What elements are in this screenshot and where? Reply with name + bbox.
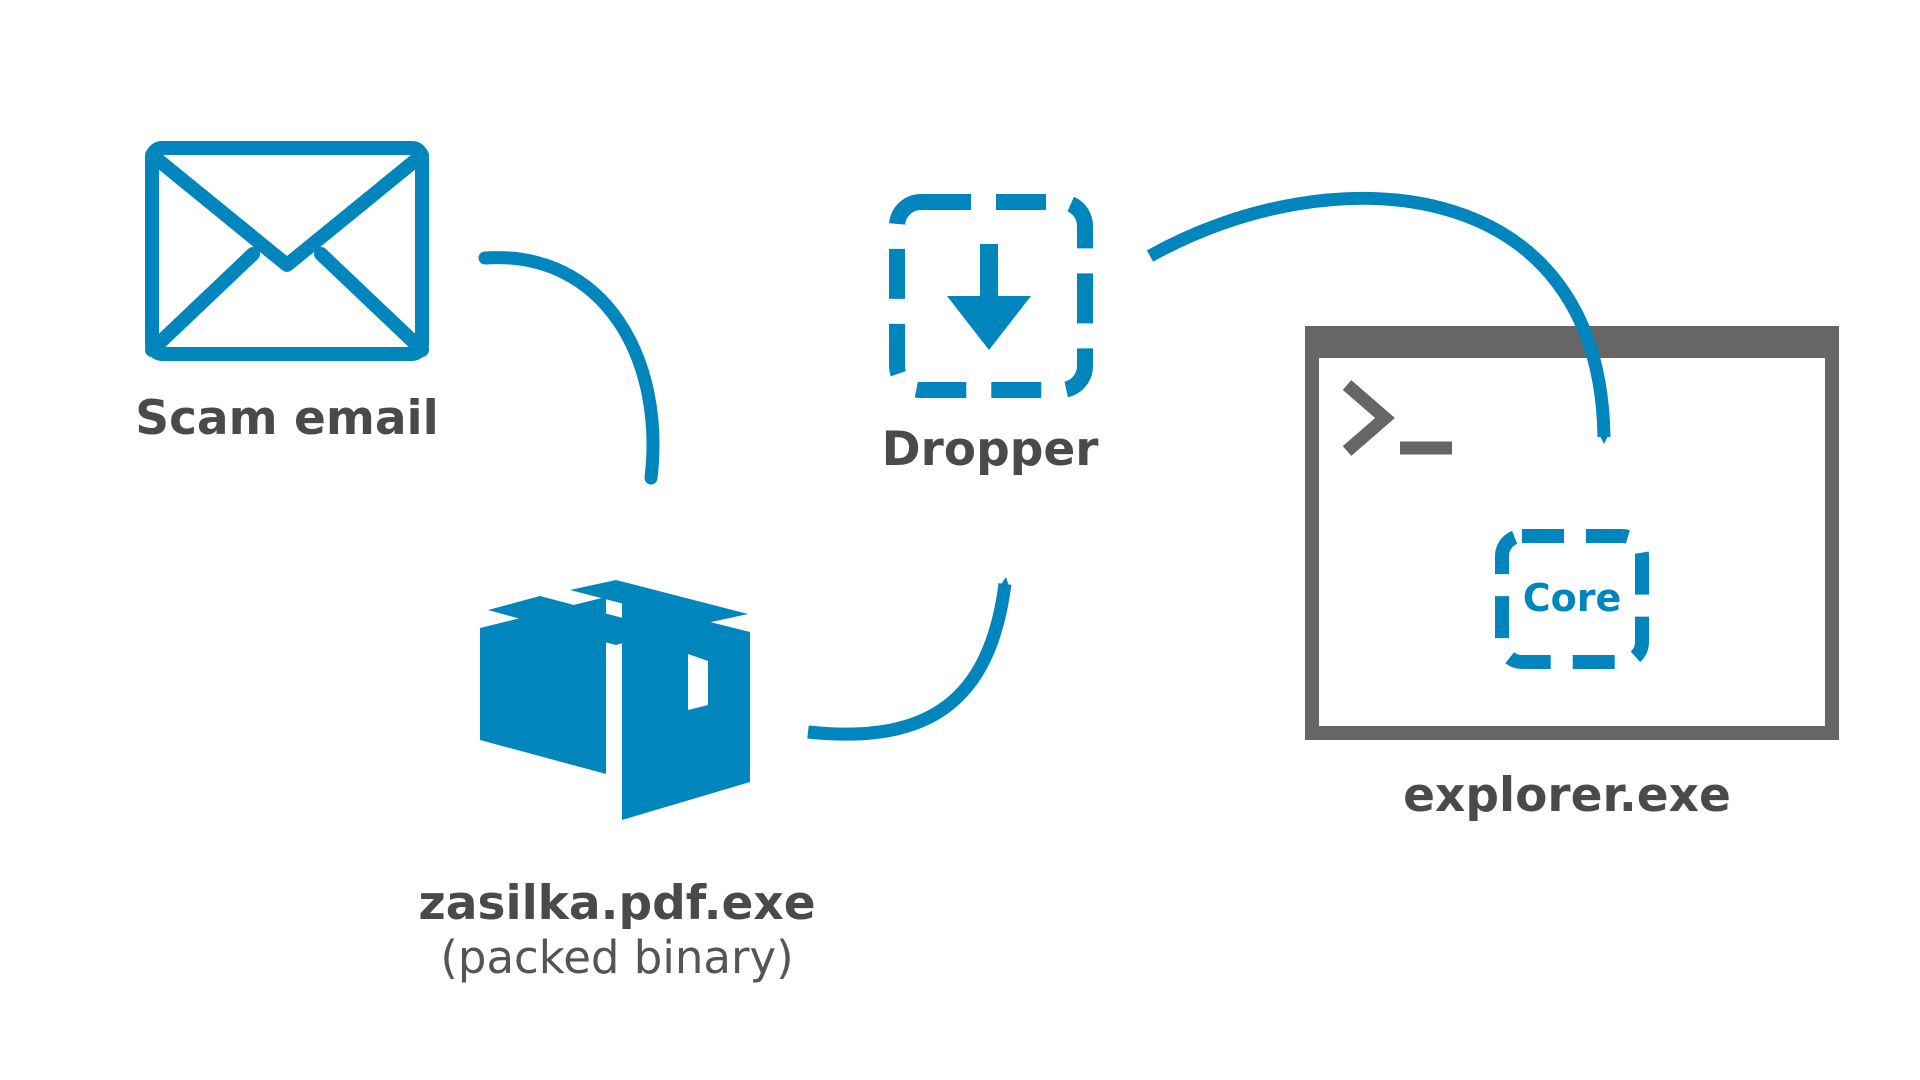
terminal-prompt-icon (1342, 380, 1452, 456)
dropper-label: Dropper (881, 422, 1099, 477)
core-label: Core (1523, 576, 1622, 620)
arrow-dropper-to-explorer (1146, 191, 1611, 444)
envelope-icon (145, 141, 429, 361)
explorer-label: explorer.exe (1403, 768, 1731, 823)
download-dashed-icon (889, 194, 1093, 398)
box-icon: ZIP (480, 580, 750, 820)
scam-email-label: Scam email (135, 391, 439, 446)
arrow-email-to-archive (478, 251, 660, 485)
arrow-archive-to-dropper (807, 577, 1012, 741)
core-dashed-box: Core (1495, 529, 1649, 669)
terminal-window-icon: Core (1305, 326, 1839, 740)
archive-description-label: (packed binary) (440, 931, 794, 984)
archive-filename-label: zasilka.pdf.exe (418, 876, 816, 931)
